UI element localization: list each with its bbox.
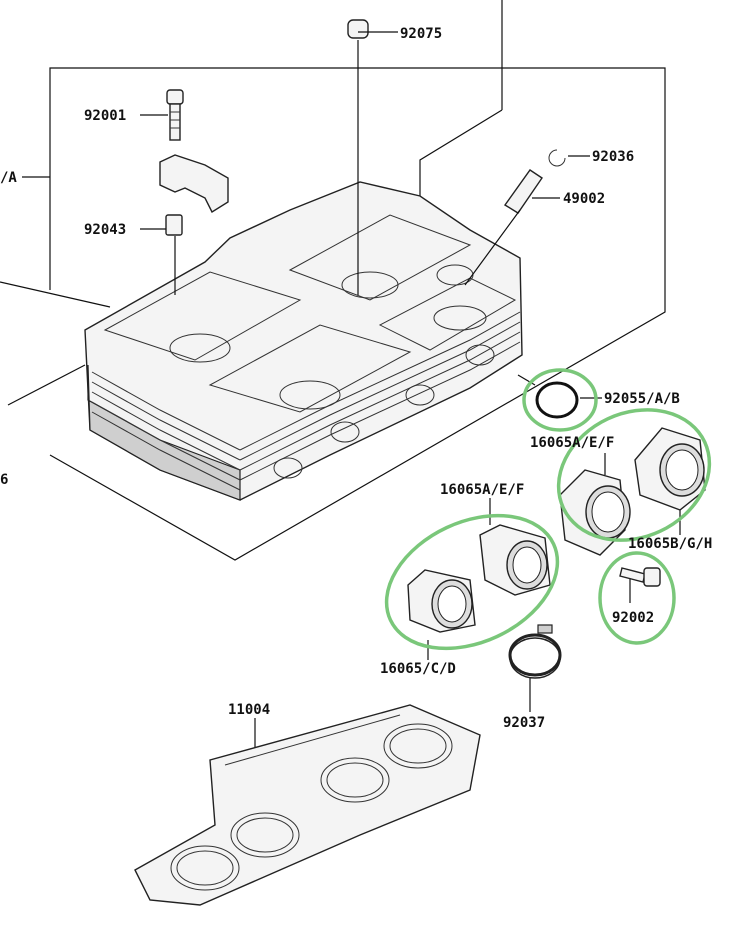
label-92036: 92036 <box>592 149 634 165</box>
label-92002: 92002 <box>612 610 654 626</box>
label-92037: 92037 <box>503 715 545 731</box>
cylinder-head-frame <box>0 0 666 561</box>
hardware-parts <box>165 19 566 236</box>
cylinder-head-illustration <box>84 154 523 501</box>
label-16065cd: 16065/C/D <box>380 661 456 677</box>
label-49002: 49002 <box>563 191 605 207</box>
label-16065aef-top: 16065A/E/F <box>530 435 614 451</box>
o-ring-92055 <box>535 381 579 419</box>
highlight-oring <box>522 368 598 432</box>
head-gasket-11004 <box>134 704 481 906</box>
clamp-92037 <box>508 624 562 679</box>
part-labels: 92075 92001 92036 49002 92043 /A 6 92055… <box>0 26 712 731</box>
label-11004: 11004 <box>228 702 270 718</box>
label-92055: 92055/A/B <box>604 391 680 407</box>
highlight-rings <box>384 368 712 651</box>
label-16065aef-mid: 16065A/E/F <box>440 482 524 498</box>
label-a: /A <box>0 170 17 186</box>
highlight-bolt <box>598 551 676 645</box>
label-92075: 92075 <box>400 26 442 42</box>
label-16065bgh: 16065B/G/H <box>628 536 712 552</box>
highlight-holders-upper <box>556 408 712 542</box>
label-92001: 92001 <box>84 108 126 124</box>
highlight-holders-lower <box>384 513 560 651</box>
intake-holders <box>407 427 706 633</box>
label-6: 6 <box>0 472 8 488</box>
label-92043: 92043 <box>84 222 126 238</box>
bolt-92002 <box>619 567 661 587</box>
